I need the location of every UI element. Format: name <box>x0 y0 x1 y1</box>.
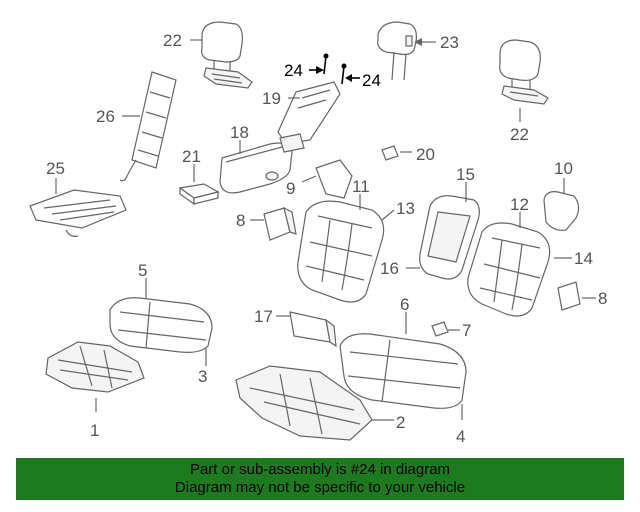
callout-20[interactable]: 20 <box>416 145 435 164</box>
callout-26[interactable]: 26 <box>96 107 115 126</box>
part-24-bolts[interactable] <box>323 53 347 85</box>
callout-3[interactable]: 3 <box>198 367 207 386</box>
part-2-frame-right[interactable] <box>235 365 373 441</box>
part-11-13-seatback[interactable] <box>297 200 385 303</box>
callout-17[interactable]: 17 <box>254 307 273 326</box>
part-10-cover[interactable] <box>543 191 580 231</box>
callout-13[interactable]: 13 <box>396 199 415 218</box>
leader-13 <box>381 209 395 221</box>
callout-24a[interactable]: 24 <box>284 61 303 80</box>
part-25-heater-pad[interactable] <box>29 189 127 237</box>
part-8-panel-left[interactable] <box>263 206 297 241</box>
part-26-back-panel[interactable] <box>119 71 177 182</box>
part-15-16-panel[interactable] <box>419 195 480 280</box>
callout-22a[interactable]: 22 <box>163 31 182 50</box>
callout-22b[interactable]: 22 <box>510 125 529 144</box>
callout-18[interactable]: 18 <box>230 123 249 142</box>
part-22-headrest-right[interactable] <box>499 39 549 105</box>
callout-23[interactable]: 23 <box>440 33 459 52</box>
callout-4[interactable]: 4 <box>456 427 465 446</box>
part-6-cushion-right[interactable] <box>339 333 467 409</box>
callout-1[interactable]: 1 <box>90 421 99 440</box>
callout-25[interactable]: 25 <box>46 159 65 178</box>
callout-12[interactable]: 12 <box>510 195 529 214</box>
part-17-bracket[interactable] <box>289 311 337 348</box>
part-7-clip[interactable] <box>431 321 449 337</box>
part-1-frame-left[interactable] <box>45 341 145 393</box>
banner-line-2: Diagram may not be specific to your vehi… <box>174 479 466 496</box>
part-21-module[interactable] <box>178 183 220 206</box>
seat-parts-diagram: 22 23 22 24 24 26 <box>29 21 607 446</box>
callout-21[interactable]: 21 <box>182 147 201 166</box>
part-19-pass-through[interactable] <box>277 81 341 153</box>
part-9-trim[interactable] <box>315 159 353 199</box>
part-23-headrest-center[interactable] <box>377 21 417 81</box>
callout-14[interactable]: 14 <box>574 249 593 268</box>
callout-10[interactable]: 10 <box>554 159 573 178</box>
callout-6[interactable]: 6 <box>400 295 409 314</box>
part-20-clip[interactable] <box>381 145 399 161</box>
callout-11[interactable]: 11 <box>352 177 370 196</box>
callout-19[interactable]: 19 <box>262 89 281 108</box>
callout-9[interactable]: 9 <box>286 179 295 198</box>
part-5-cushion-left[interactable] <box>109 297 213 353</box>
callout-7[interactable]: 7 <box>462 321 471 340</box>
callout-24b[interactable]: 24 <box>362 71 381 90</box>
callout-8a[interactable]: 8 <box>236 211 245 230</box>
banner-line-1: Part or sub-assembly is #24 in diagram <box>189 461 451 478</box>
part-18-armrest[interactable] <box>219 142 293 194</box>
info-banner: Part or sub-assembly is #24 in diagram D… <box>16 458 624 500</box>
part-22-headrest-left[interactable] <box>201 21 253 89</box>
callout-8b[interactable]: 8 <box>598 289 607 308</box>
callout-15[interactable]: 15 <box>456 165 475 184</box>
part-8-panel-right[interactable] <box>557 281 581 311</box>
callout-5[interactable]: 5 <box>138 261 147 280</box>
callout-16[interactable]: 16 <box>380 259 399 278</box>
callout-2[interactable]: 2 <box>396 413 405 432</box>
part-12-14-seatback[interactable] <box>467 222 551 317</box>
leader-9 <box>301 175 317 183</box>
